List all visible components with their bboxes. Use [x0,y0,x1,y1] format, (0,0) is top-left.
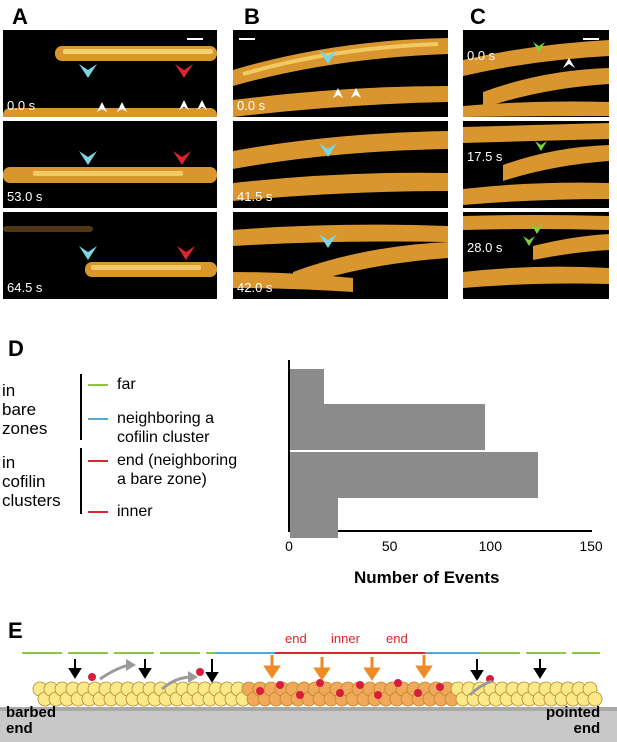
group-label-line: in [2,453,16,472]
afm-frame-b1: 0.0 s [233,30,448,117]
x-axis-line [288,530,592,532]
timestamp: 28.0 s [467,240,503,255]
scale-bar [583,38,599,40]
bar-chart: 0 50 100 150 Number of Events [285,360,603,590]
white-arrowheads [179,100,207,110]
panel-a-label: A [12,4,28,29]
afm-frame-a3: 64.5 s [3,212,217,299]
legend-line: far [117,376,136,393]
segment-label-inner: inner [331,631,360,646]
scale-bar [239,38,255,40]
filament-image [463,215,609,288]
barbed-end-label: barbed end [6,705,56,737]
cyan-arrowhead [79,64,97,78]
filament-image [3,226,217,277]
cyan-arrowhead [319,50,337,64]
green-arrowhead [531,224,543,234]
group-label-line: bare [2,400,37,419]
legend-line: inner [117,503,153,520]
red-arrowhead [177,246,195,260]
panel-e-label: E [8,618,23,643]
afm-frame-c1: 0.0 s [463,30,609,117]
white-arrowheads [333,88,361,98]
green-arrowhead [523,236,535,246]
cyan-arrowhead [319,234,337,248]
group-label-line: clusters [2,491,61,510]
bar-inner [290,492,339,538]
x-axis-title: Number of Events [354,568,500,587]
legend-line: cofilin cluster [117,429,210,446]
filament-image [233,131,448,201]
cyan-arrowhead [319,143,337,157]
filament-model-diagram [0,652,617,742]
panel-d-label: D [8,336,24,361]
filament-image [463,40,609,117]
timestamp: 53.0 s [7,189,43,204]
timestamp: 0.0 s [7,98,36,113]
white-arrowheads [97,102,127,112]
timestamp: 42.0 s [237,280,273,295]
filament-image [3,46,217,117]
x-tick-label: 50 [381,538,398,554]
segment-label-end-right: end [386,631,408,646]
red-arrowhead [173,151,191,165]
legend-label-inner: inner [117,502,153,521]
legend-label-far: far [117,375,136,394]
timestamp: 64.5 s [7,280,43,295]
afm-frame-a2: 53.0 s [3,121,217,208]
group-bracket-bare [80,374,82,440]
red-arrowhead [175,64,193,78]
group-label-line: cofilin [2,472,46,491]
green-arrowhead [533,42,545,52]
legend-line: end (neighboring [117,452,238,469]
segment-label-end-left: end [285,631,307,646]
end-label-line: barbed [6,704,57,721]
timestamp: 17.5 s [467,149,503,164]
afm-frame-b3: 42.0 s [233,212,448,299]
filament-image [233,224,448,292]
scale-bar [187,38,203,40]
cyan-arrowhead [79,246,97,260]
legend-label-end: end (neighboring a bare zone) [117,451,237,489]
group-label-bare-zones: in bare zones [2,381,47,438]
green-arrowhead [535,141,547,151]
legend-swatch-neighboring [88,418,108,420]
group-label-line: zones [2,419,48,438]
afm-frame-c2: 17.5 s [463,121,609,208]
panel-b-label: B [244,4,260,29]
white-arrowhead [563,58,575,68]
x-tick-label: 100 [478,538,503,554]
end-label-line: end [573,720,601,737]
afm-frame-a1: 0.0 s [3,30,217,117]
group-label-line: in [2,381,16,400]
bar-end [290,452,538,498]
bar-neighboring [290,404,486,450]
pointed-end-label: pointed end [546,705,600,737]
end-label-line: end [6,720,33,737]
timestamp: 41.5 s [237,189,273,204]
end-label-line: pointed [546,704,601,721]
group-label-cofilin-clusters: in cofilin clusters [2,453,61,510]
legend-swatch-far [88,384,108,386]
y-axis-line [288,360,290,532]
group-bracket-cofilin [80,448,82,514]
timestamp: 0.0 s [237,98,266,113]
filament-image [3,167,217,183]
afm-frame-c3: 28.0 s [463,212,609,299]
timestamp: 0.0 s [467,48,496,63]
actin-subunit [587,691,603,707]
afm-frame-b2: 41.5 s [233,121,448,208]
cyan-arrowhead [79,151,97,165]
legend-swatch-end [88,460,108,462]
legend-line: neighboring a [117,410,214,427]
legend-line: a bare zone) [117,471,207,488]
x-tick-label: 150 [579,538,603,554]
filament-image [463,123,609,205]
filament-image [233,38,448,117]
panel-c-label: C [470,4,486,29]
legend-label-neighboring: neighboring a cofilin cluster [117,409,214,447]
legend-swatch-inner [88,511,108,513]
x-tick-label: 0 [285,538,293,554]
